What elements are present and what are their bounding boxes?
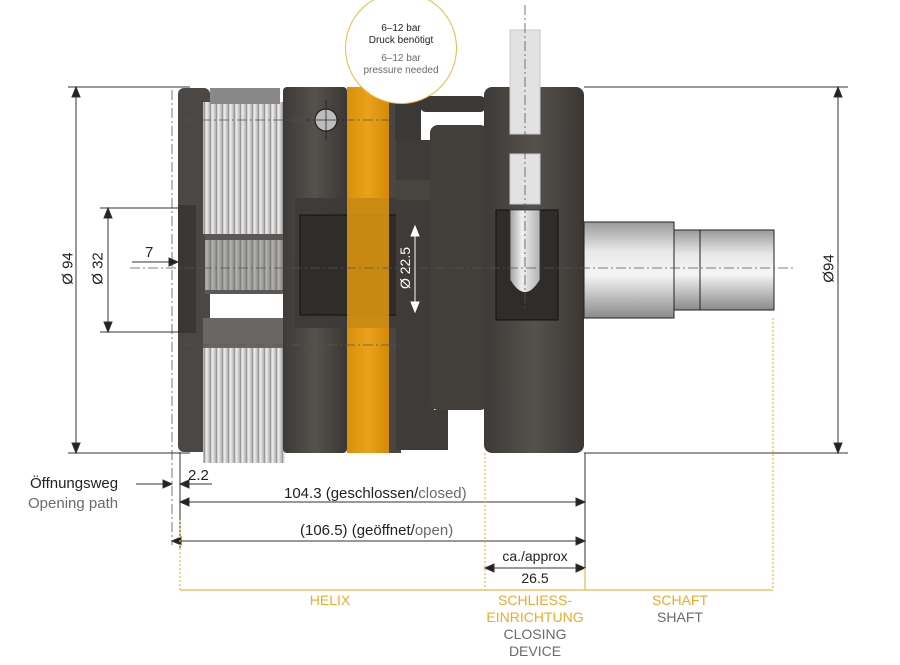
callout-line1-en: 6–12 bar [381,53,421,64]
closed-length-value: 104.3 [284,485,322,502]
dim-inner-diameter: Ø 32 [89,252,107,285]
center-lines [130,5,795,545]
section-shaft-en: SHAFT [657,609,703,625]
section-helix: HELIX [309,592,351,608]
left-flange [178,88,210,452]
section-brackets [179,318,774,591]
closed-length-de: (geschlossen [325,485,415,502]
dim-closed-length: 104.3 (geschlossen/closed) [284,485,467,502]
dim-offset: 7 [145,244,154,261]
section-shaft-de: SCHAFT [652,592,708,608]
callout-line1-de: 6–12 bar [381,23,421,34]
callout-line2-en: pressure needed [363,65,439,76]
bore-dimension [410,224,420,314]
dim-open-length: (106.5) (geöffnet/open) [300,522,453,539]
helix-spring [203,88,285,463]
dim-closing-length: 26.5 [521,570,549,586]
section-closing-de2: EINRICHTUNG [486,609,584,625]
opening-path-en: Opening path [28,495,119,512]
dimension-lines [68,85,848,573]
section-closing-en1: CLOSING [503,626,567,642]
dim-opening-gap: 2.2 [188,467,209,484]
shaft [583,221,775,319]
opening-path-de: Öffnungsweg [30,475,119,492]
open-length-en: open) [414,522,454,539]
dim-right-diameter: Ø94 [820,254,838,283]
dim-closing-approx: ca./approx [502,548,568,564]
closed-length-en: closed) [418,485,467,502]
pressure-callout: 6–12 bar Druck benötigt 6–12 bar pressur… [345,0,457,104]
open-length-value: (106.5) [300,522,348,539]
closed-length-sep: / [414,485,419,502]
intermediate-parts [395,96,488,450]
closing-device [484,29,584,453]
section-closing-en2: DEVICE [508,643,562,659]
dim-bore-diameter: Ø 22.5 [397,246,413,290]
section-closing-de1: SCHLIESS- [498,592,572,608]
open-length-sep: / [410,522,415,539]
callout-line2-de: Druck benötigt [368,35,434,46]
dim-left-diameter: Ø 94 [59,252,77,285]
open-length-de: (geöffnet [351,522,411,539]
